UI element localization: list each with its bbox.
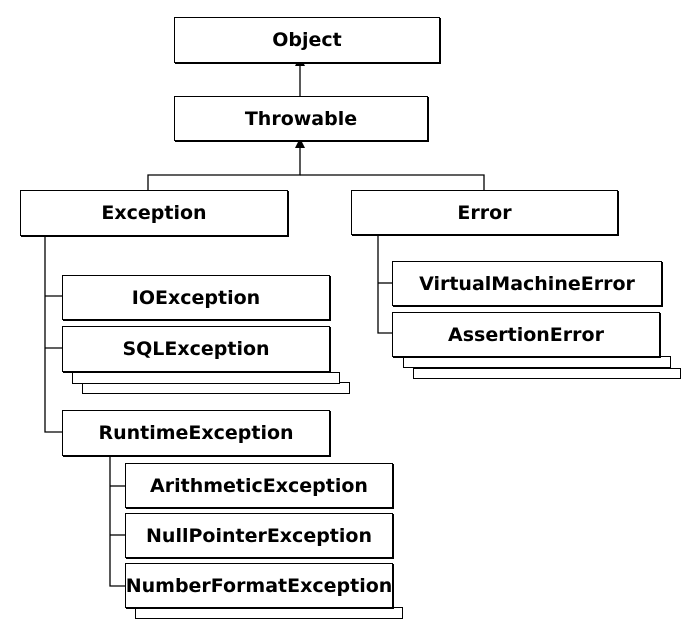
- arithmeticexception-node: ArithmeticException: [125, 463, 393, 508]
- numberformatexception-node: NumberFormatException: [125, 563, 393, 608]
- runtimeexception-node: RuntimeException: [62, 410, 330, 456]
- numberformat-stack: [135, 607, 403, 619]
- edge-exception-throwable: [147, 147, 301, 190]
- arrowhead-throwable: [295, 138, 305, 148]
- edge-runtime-children: [109, 456, 125, 587]
- sql-stack-front: [72, 372, 340, 384]
- object-node: Object: [174, 17, 440, 63]
- sqlexception-node: SQLException: [62, 326, 330, 372]
- nullpointerexception-node: NullPointerException: [125, 513, 393, 558]
- edge-error-throwable: [300, 174, 485, 190]
- exception-node: Exception: [20, 190, 288, 236]
- assertionerror-node: AssertionError: [392, 312, 660, 357]
- assertion-stack-front: [403, 356, 671, 368]
- throwable-node: Throwable: [174, 96, 428, 141]
- virtualmachineerror-node: VirtualMachineError: [392, 261, 662, 306]
- edge-error-children: [377, 236, 392, 334]
- error-node: Error: [351, 190, 618, 235]
- assertion-stack-back: [413, 368, 681, 379]
- edge-exception-children: [44, 237, 62, 433]
- ioexception-node: IOException: [62, 275, 330, 320]
